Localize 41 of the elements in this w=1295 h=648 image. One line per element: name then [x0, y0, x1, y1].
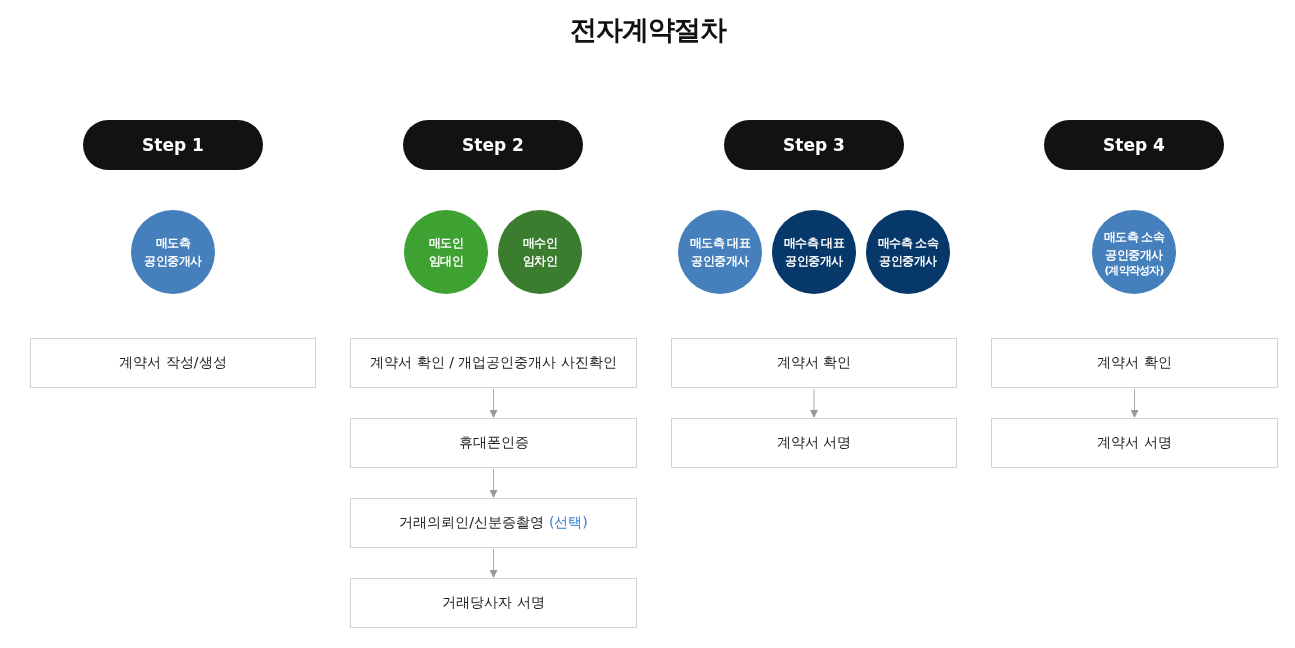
step-text: 계약서 확인 / 개업공인중개사 사진확인 [370, 354, 617, 372]
party-label: 매수인 임차인 [521, 235, 559, 270]
process-box [30, 338, 316, 388]
process-box [671, 338, 957, 388]
process-box [671, 418, 957, 468]
party-label: 매수측 대표 공인중개사 [782, 235, 846, 270]
arrow [810, 388, 818, 418]
step-text: 계약서 서명 [776, 434, 852, 452]
step-label: Step 1 [142, 135, 204, 155]
party-label: 매수측 소속 공인중개사 [876, 235, 940, 270]
step-pill [1044, 120, 1224, 170]
step-text: 거래당사자 서명 [442, 594, 545, 612]
diagram-title: 전자계약절차 [569, 14, 726, 45]
note-text: (선택) [548, 514, 588, 532]
process-box [350, 578, 637, 628]
step-pill [83, 120, 263, 170]
step-text: 계약서 서명 [1097, 434, 1172, 452]
step-text: 계약서 확인 [1097, 354, 1172, 372]
step-label: Step 2 [462, 135, 524, 155]
party-label: 매도인 임대인 [427, 235, 465, 270]
process-box [991, 418, 1278, 468]
process-box [350, 338, 637, 388]
process-box [350, 498, 637, 548]
step-text: 계약서 작성/생성 [119, 354, 227, 372]
step-label: Step 4 [1103, 135, 1165, 155]
step-pill [403, 120, 583, 170]
arrow [1130, 388, 1139, 418]
arrow [489, 468, 498, 498]
step-label: Step 3 [783, 135, 845, 155]
step-pill [724, 120, 904, 170]
process-box [350, 418, 637, 468]
step-text: 계약서 확인 [776, 354, 852, 372]
step-text: 휴대폰인증 [458, 434, 529, 452]
process-box [991, 338, 1278, 388]
note-text: (계약작성자) [1104, 263, 1164, 277]
party-label: 매도측 대표 공인중개사 [688, 235, 752, 270]
step-text: 거래의뢰인/신분증촬영 [399, 514, 544, 532]
party-label: 매도측 공인중개사 [143, 235, 203, 270]
arrow [489, 388, 498, 418]
arrow [489, 548, 498, 578]
party-label: 매도측 소속 공인중개사 [1102, 228, 1166, 264]
